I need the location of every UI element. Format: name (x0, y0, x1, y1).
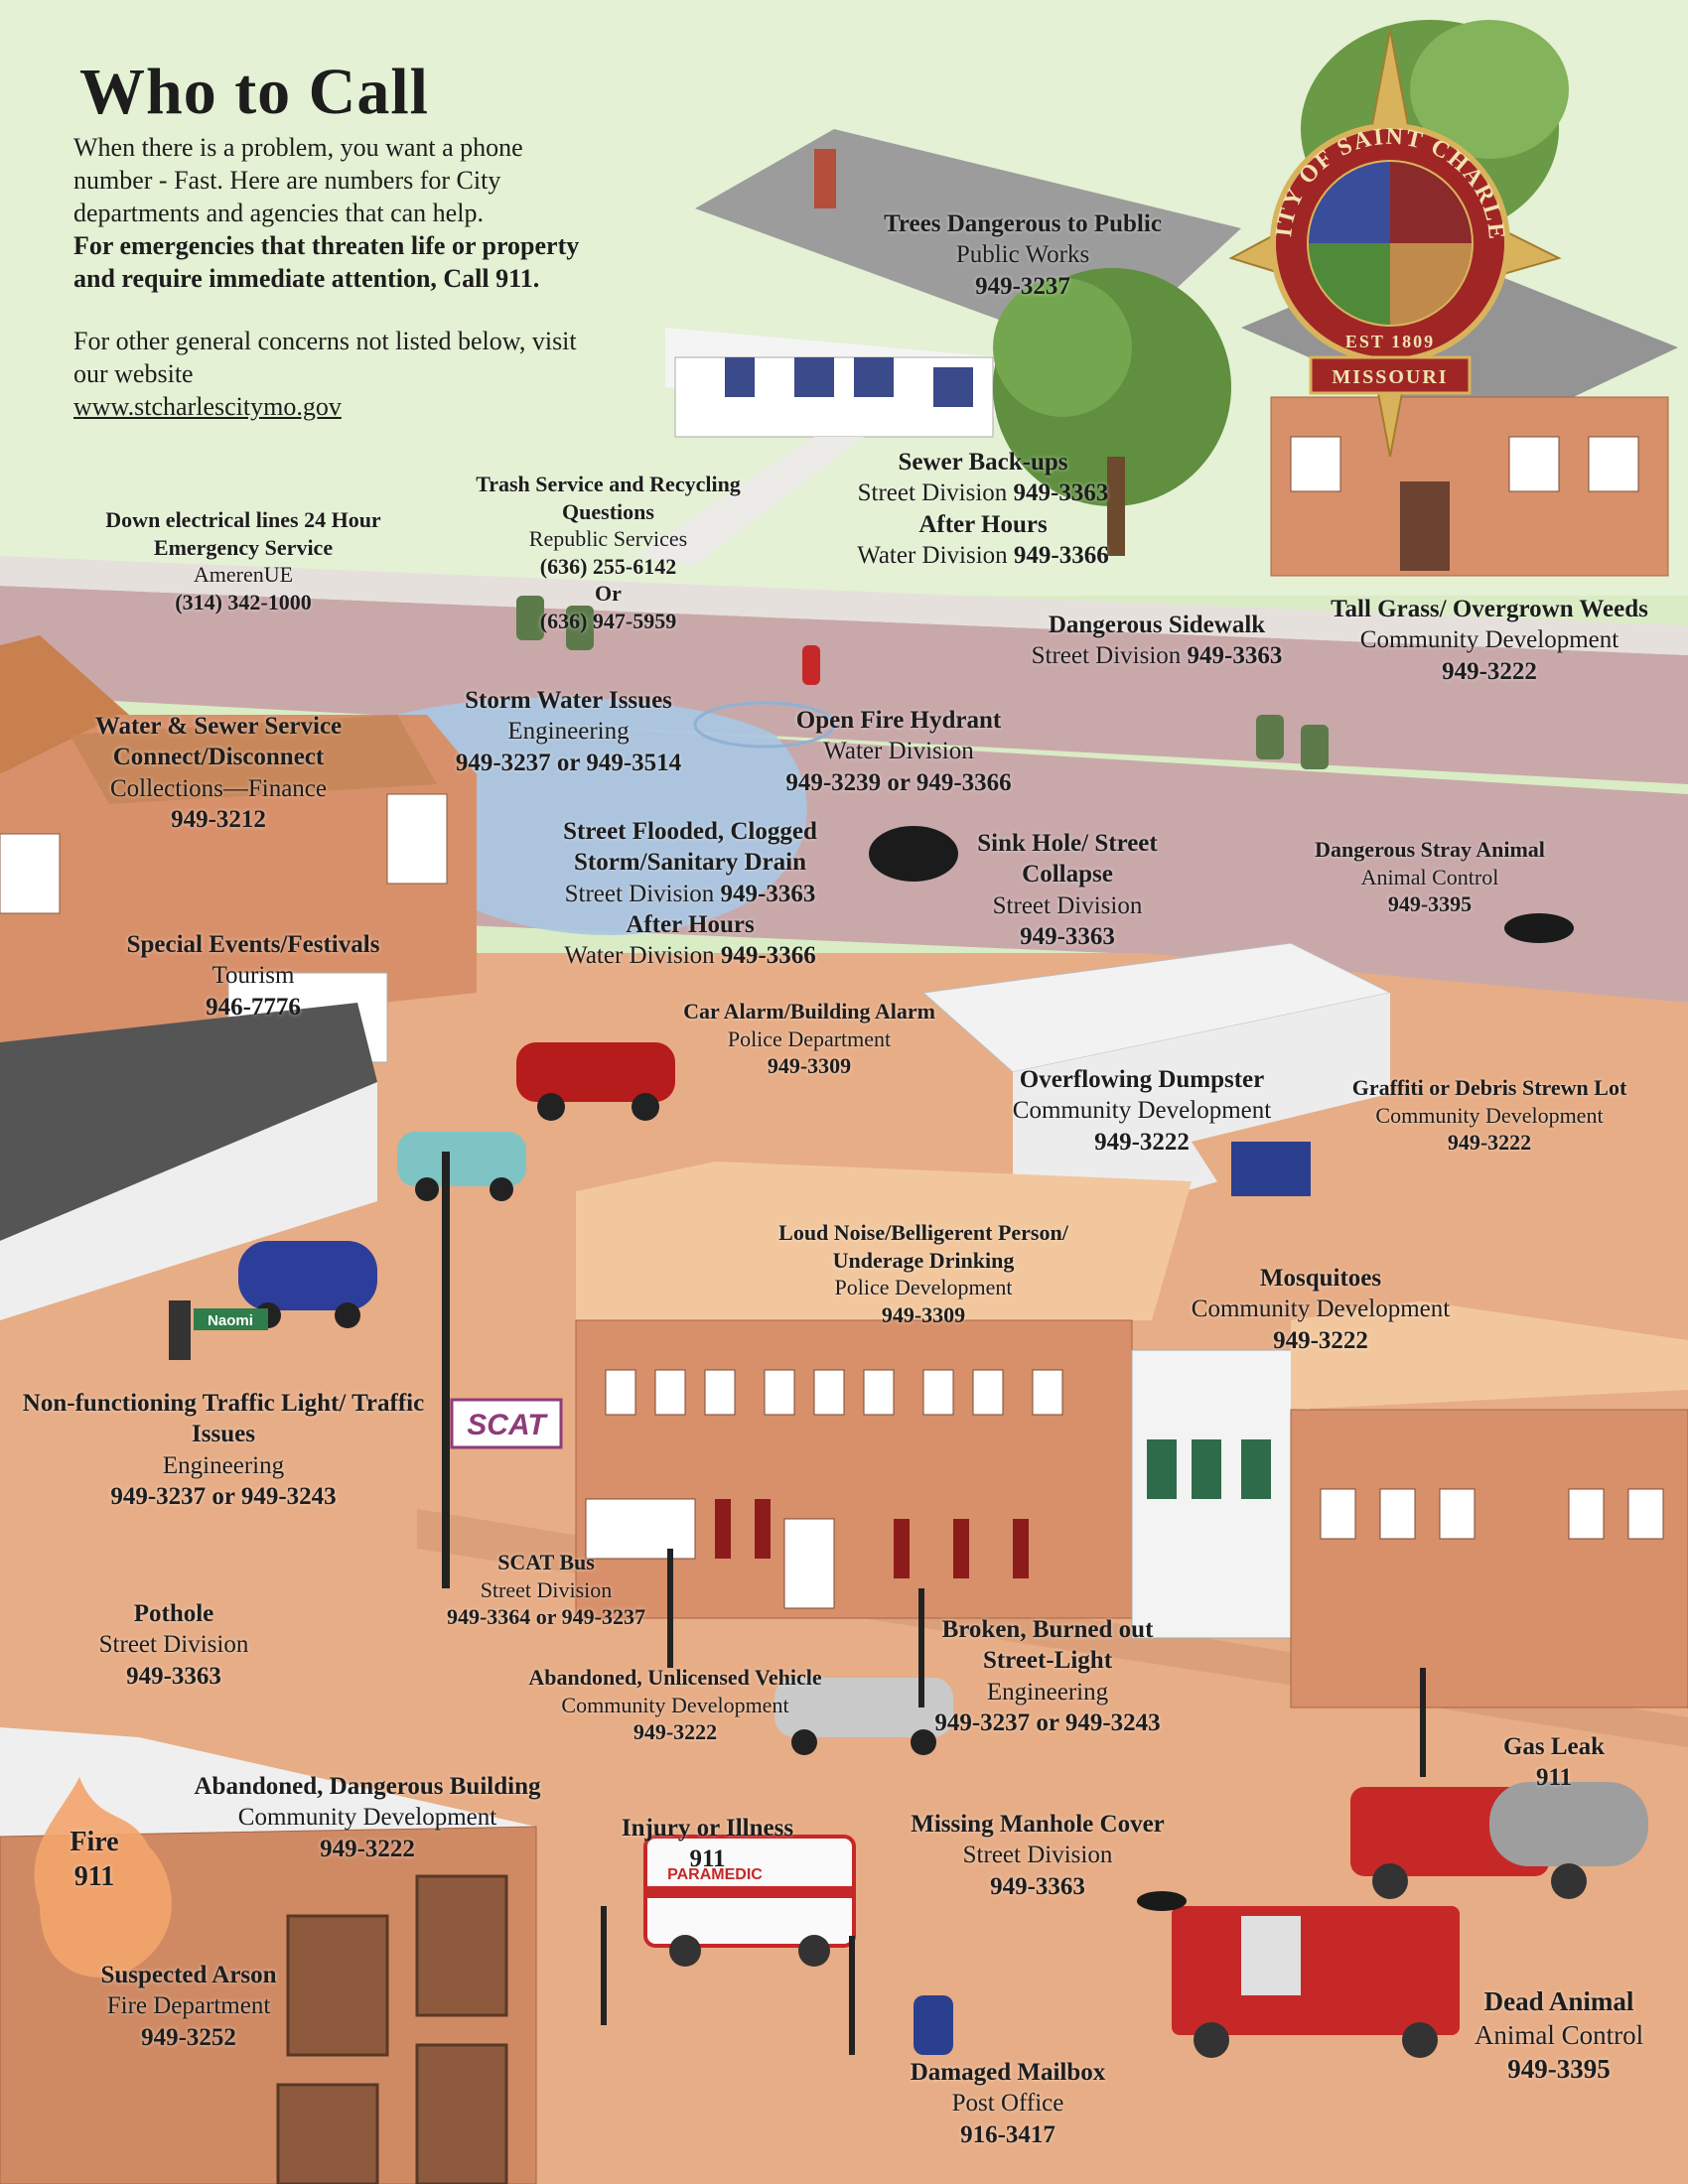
entry-loud-noise: Loud Noise/Belligerent Person/ Underage … (778, 1220, 1068, 1327)
ambulance-label: PARAMEDIC (667, 1866, 763, 1883)
entry-street-flooded: Street Flooded, Clogged Storm/Sanitary D… (563, 818, 817, 969)
entry-water-sewer-service: Water & Sewer Service Connect/Disconnect… (94, 713, 343, 833)
website-link[interactable]: www.stcharlescitymo.gov (73, 392, 342, 422)
svg-text:EST 1809: EST 1809 (1345, 332, 1435, 351)
entry-traffic-light: Non-functioning Traffic Light/ Traffic I… (22, 1390, 425, 1510)
general-concerns-text: For other general concerns not listed be… (73, 327, 577, 389)
scat-sign: SCAT (467, 1409, 548, 1441)
entry-sewer-backups: Sewer Back-ups Street Division 949-3363 … (857, 449, 1109, 569)
intro-block: When there is a problem, you want a phon… (73, 131, 580, 423)
intro-text: When there is a problem, you want a phon… (73, 133, 523, 228)
naomi-street-sign: Naomi (208, 1312, 253, 1329)
page-title: Who to Call (79, 56, 430, 128)
emergency-note: For emergencies that threaten life or pr… (73, 231, 580, 294)
entry-dangerous-sidewalk: Dangerous Sidewalk Street Division 949-3… (1031, 612, 1283, 670)
svg-text:MISSOURI: MISSOURI (1332, 366, 1448, 388)
entry-down-electrical-lines: Down electrical lines 24 Hour Emergency … (105, 507, 381, 614)
